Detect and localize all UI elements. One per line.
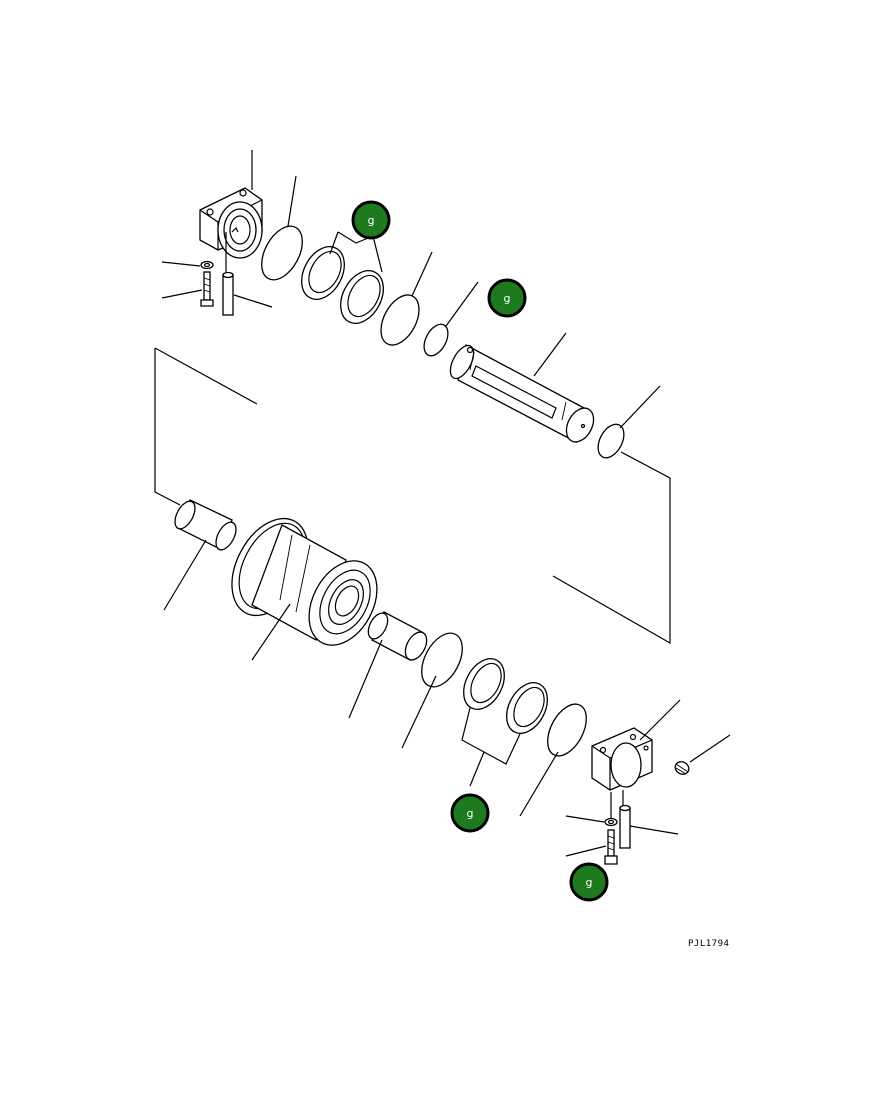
upper-bolt [200,271,214,307]
track-roller [231,517,378,646]
lower-bolt [604,829,618,865]
small-o-ring [423,323,449,357]
svg-text:g: g [586,876,593,889]
lower-o-ring-2 [547,703,587,757]
svg-text:g: g [467,807,474,820]
upper-bracket [199,187,263,259]
shaft [449,344,595,443]
drawing-code: PJL1794 [688,939,729,949]
upper-floating-seal-a [301,246,345,300]
lower-floating-seal-a [463,658,505,710]
grease-fitting [674,761,690,775]
upper-floating-seal-b [340,270,384,324]
upper-o-ring [261,225,303,281]
upper-dowel-pin [222,271,234,316]
lower-o-ring [421,632,463,688]
callout-badge: g [351,200,391,240]
shaft-o-ring [597,423,625,459]
upper-washer [200,260,214,270]
callout-badge: g [450,793,490,833]
callout-badge: g [569,862,609,902]
right-bushing [367,611,428,661]
callout-badge: g [487,278,527,318]
lower-washer [604,817,618,827]
upper-o-ring-2 [380,294,420,346]
lower-bracket [591,727,653,791]
left-bushing [174,499,237,551]
lower-floating-seal-b [506,682,548,734]
svg-text:g: g [504,292,511,305]
svg-text:g: g [368,214,375,227]
lower-dowel-pin [619,804,631,849]
